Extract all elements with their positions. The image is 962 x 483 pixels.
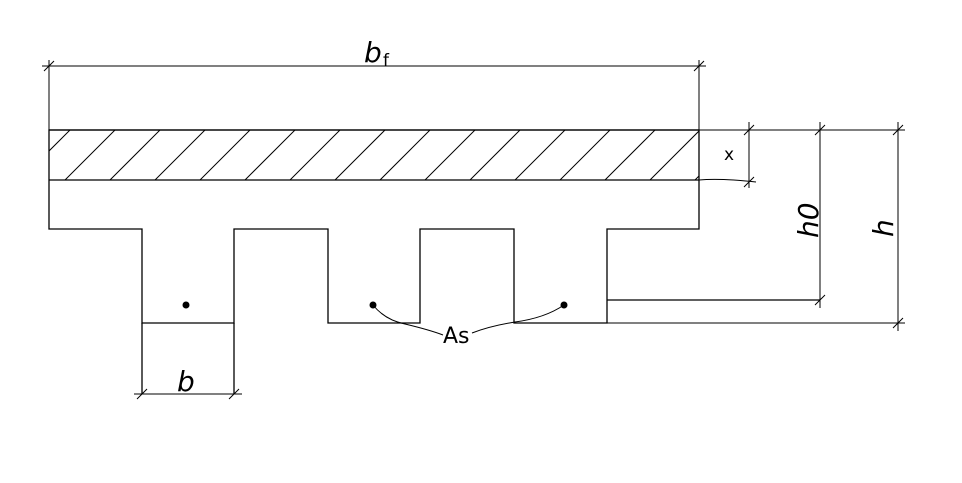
flange-width-label: b: [364, 36, 382, 69]
hatch-line: [559, 130, 611, 180]
hatch-line: [649, 130, 699, 180]
hatch-line: [740, 130, 790, 180]
hatch-line: [469, 130, 521, 180]
total-height-dimension: h: [607, 122, 905, 331]
rebar-leader-left: [372, 304, 444, 336]
section-outline: [48, 129, 700, 324]
hatch-line: [109, 130, 161, 180]
hatch-line: [334, 130, 386, 180]
hatch-line: [379, 130, 431, 180]
flange-width-subscript: f: [383, 51, 390, 71]
hatch-line: [64, 130, 116, 180]
hatch-line: [289, 130, 341, 180]
hatch-line: [154, 130, 206, 180]
hatch-line: [514, 130, 566, 180]
flange-width-dimension: b f: [42, 36, 706, 130]
web-width-label: b: [177, 365, 195, 398]
compression-depth-dimension: x: [698, 122, 757, 188]
hatch-line: [424, 130, 476, 180]
rebar-dot-1: [182, 301, 190, 309]
hatch-line: [49, 130, 71, 152]
total-height-label: h: [867, 219, 900, 237]
effective-depth-label: h0: [792, 202, 825, 238]
hatch-line: [244, 130, 296, 180]
rebar-leader-right: [471, 304, 565, 334]
hatch-line: [199, 130, 251, 180]
hatch-line: [604, 130, 656, 180]
compression-zone-hatching: [49, 130, 790, 180]
reinforcement-label: As: [443, 324, 470, 349]
hatch-line: [694, 175, 699, 180]
web-width-dimension: b: [134, 365, 242, 400]
compression-depth-label: x: [724, 145, 734, 165]
effective-depth-dimension: h0: [756, 122, 828, 308]
